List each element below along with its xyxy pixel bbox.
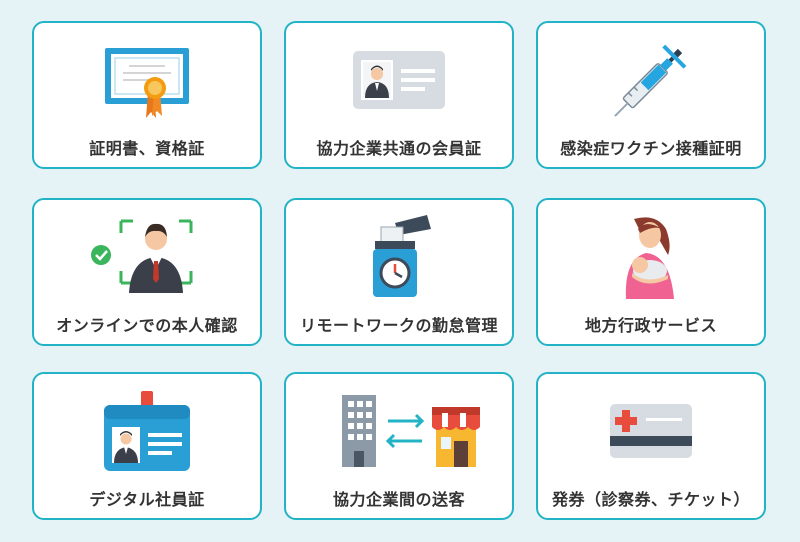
medical-card-icon (538, 388, 764, 474)
card-vaccination[interactable]: 感染症ワクチン接種証明 (536, 21, 766, 169)
card-customer-referral[interactable]: 協力企業間の送客 (284, 372, 514, 520)
card-online-id-verification[interactable]: オンラインでの本人確認 (32, 198, 262, 346)
face-verification-icon (34, 214, 260, 300)
card-label: 感染症ワクチン接種証明 (560, 139, 742, 158)
syringe-icon (538, 37, 764, 123)
card-label: 証明書、資格証 (89, 139, 205, 158)
card-label: 発券（診察券、チケット） (551, 490, 750, 509)
card-label: 協力企業間の送客 (332, 490, 465, 509)
certificate-icon (34, 37, 260, 123)
card-ticketing[interactable]: 発券（診察券、チケット） (536, 372, 766, 520)
card-digital-employee-id[interactable]: デジタル社員証 (32, 372, 262, 520)
card-local-government-service[interactable]: 地方行政サービス (536, 198, 766, 346)
card-remote-work-attendance[interactable]: リモートワークの勤怠管理 (284, 198, 514, 346)
card-member-card[interactable]: 協力企業共通の会員証 (284, 21, 514, 169)
card-certificate[interactable]: 証明書、資格証 (32, 21, 262, 169)
time-clock-icon (286, 214, 512, 300)
card-label: オンラインでの本人確認 (56, 316, 238, 335)
building-store-transfer-icon (286, 388, 512, 474)
employee-id-icon (34, 388, 260, 474)
card-label: リモートワークの勤怠管理 (299, 316, 498, 335)
card-label: デジタル社員証 (89, 490, 205, 509)
card-label: 協力企業共通の会員証 (316, 139, 482, 158)
member-card-icon (286, 37, 512, 123)
card-label: 地方行政サービス (584, 316, 717, 335)
mother-baby-icon (538, 214, 764, 300)
